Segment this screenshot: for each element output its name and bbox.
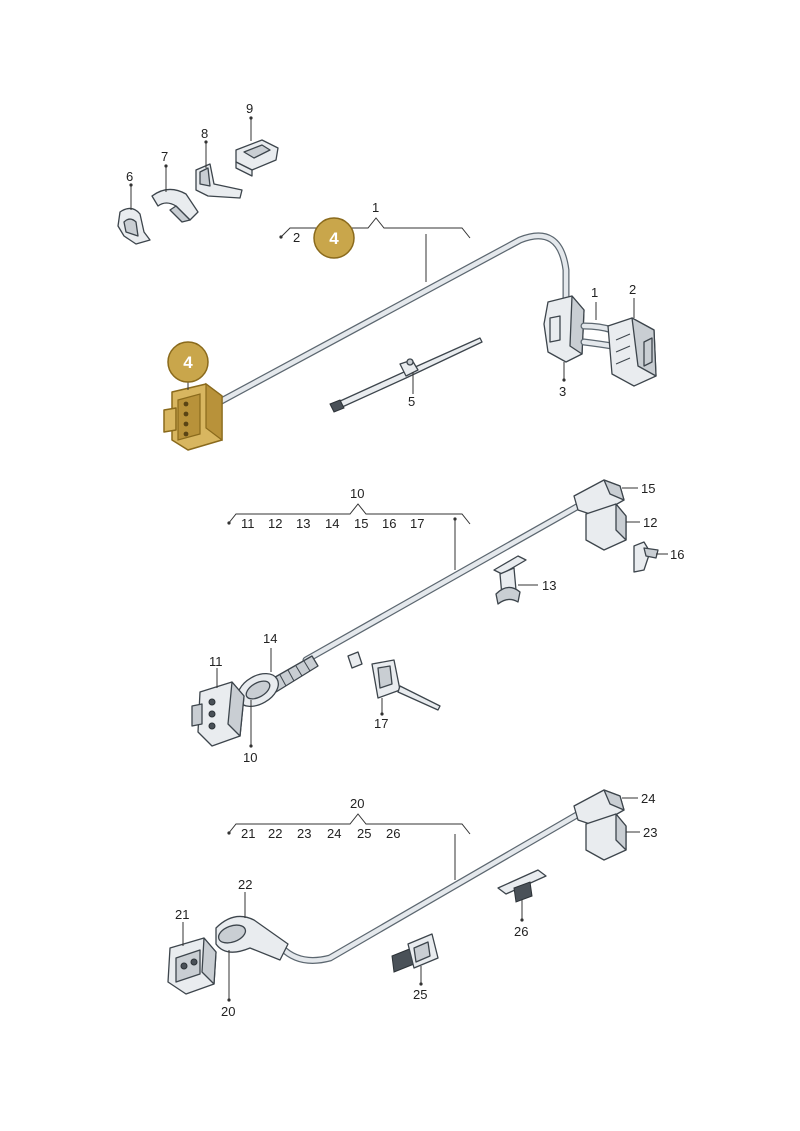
header-label-11: 11: [241, 516, 255, 531]
wire-harness-1: [208, 232, 570, 410]
header-brace-1: [279, 217, 471, 239]
connector-housing-3: [543, 295, 585, 363]
label-16: 16: [670, 547, 684, 562]
dot-8: [204, 140, 208, 144]
label-22: 22: [238, 877, 252, 892]
clip-part-26: [497, 869, 547, 903]
connector-part-2: [607, 317, 657, 387]
label-25: 25: [413, 987, 427, 1002]
label-11: 11: [209, 654, 223, 669]
label-24: 24: [641, 791, 655, 806]
wire-harness-2: [302, 500, 586, 664]
dot-17: [380, 712, 384, 716]
clip-part-17: [347, 651, 441, 711]
label-21: 21: [175, 907, 189, 922]
label-7: 7: [161, 149, 168, 164]
label-20: 20: [221, 1004, 235, 1019]
bracket-part-13: [493, 555, 527, 605]
header-dot-21: [227, 831, 231, 835]
label-8: 8: [201, 126, 208, 141]
header-label-20: 20: [350, 796, 364, 811]
connector-badge-4: 4: [167, 341, 209, 383]
svg-text:4: 4: [183, 353, 193, 372]
dot-25: [419, 982, 423, 986]
clip-part-6: [117, 207, 151, 245]
dot-7: [164, 164, 168, 168]
label-10: 10: [243, 750, 257, 765]
header-label-16: 16: [382, 516, 396, 531]
clip-part-7: [151, 188, 199, 223]
label-23: 23: [643, 825, 657, 840]
header-label-17: 17: [410, 516, 424, 531]
connector-part-21: [167, 937, 217, 995]
highlighted-connector-4: [163, 382, 223, 451]
header-dot-11: [227, 521, 231, 525]
header-label-12: 12: [268, 516, 282, 531]
clip-part-25: [391, 933, 439, 973]
header-brace-20: [227, 813, 471, 835]
header-label-13: 13: [296, 516, 310, 531]
header-label-24: 24: [327, 826, 341, 841]
clip-part-16: [633, 541, 659, 573]
wire-harness-3: [278, 808, 586, 964]
label-15: 15: [641, 481, 655, 496]
dot-9: [249, 116, 253, 120]
label-17: 17: [374, 716, 388, 731]
dot-10: [249, 744, 253, 748]
label-12: 12: [643, 515, 657, 530]
header-label-22: 22: [268, 826, 282, 841]
label-5: 5: [408, 394, 415, 409]
header-label-1: 1: [372, 200, 379, 215]
label-3: 3: [559, 384, 566, 399]
dot-6: [129, 183, 133, 187]
header-label-26: 26: [386, 826, 400, 841]
dot-20: [227, 998, 231, 1002]
label-1-right: 1: [591, 285, 598, 300]
header-label-23: 23: [297, 826, 311, 841]
header-label-25: 25: [357, 826, 371, 841]
header-brace-10: [227, 503, 471, 525]
header-label-2: 2: [293, 230, 300, 245]
clip-part-9: [235, 139, 279, 177]
svg-text:4: 4: [329, 229, 339, 248]
clip-part-8: [195, 163, 243, 199]
header-label-10: 10: [350, 486, 364, 501]
header-label-15: 15: [354, 516, 368, 531]
boot-part-22: [215, 915, 289, 961]
connector-part-11: [191, 681, 245, 747]
header-label-14: 14: [325, 516, 339, 531]
grommet-14: [237, 655, 319, 708]
header-label-21: 21: [241, 826, 255, 841]
label-14: 14: [263, 631, 277, 646]
cable-tie-5: [329, 337, 483, 413]
connector-part-12: [585, 503, 627, 551]
label-2-right: 2: [629, 282, 636, 297]
header-badge-4: 4: [313, 217, 355, 259]
dot-26: [520, 918, 524, 922]
label-6: 6: [126, 169, 133, 184]
label-13: 13: [542, 578, 556, 593]
label-26: 26: [514, 924, 528, 939]
connector-part-23: [585, 813, 627, 861]
header-dot-2: [279, 235, 283, 239]
dot-3: [562, 378, 566, 382]
label-9: 9: [246, 101, 253, 116]
